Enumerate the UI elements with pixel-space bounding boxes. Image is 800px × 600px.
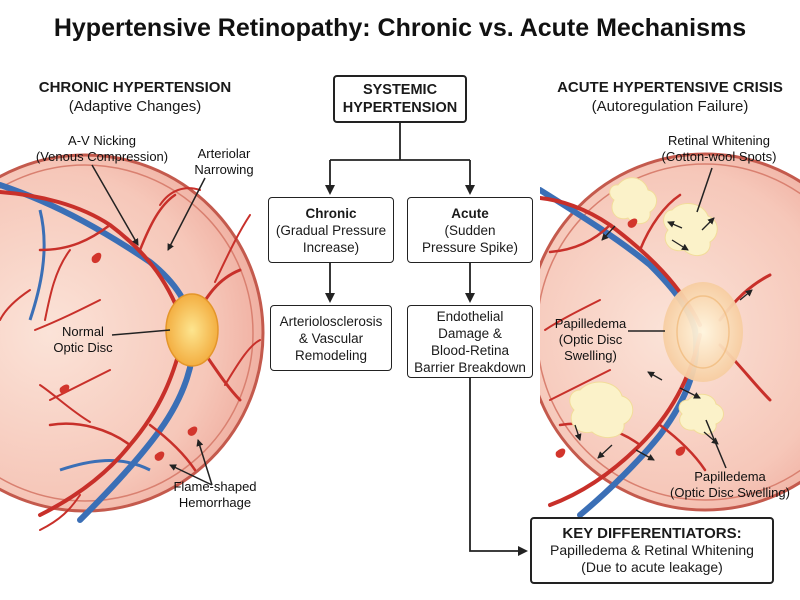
acute-subheading-text: (Autoregulation Failure) (591, 98, 749, 115)
papilledema-line3-text: Swelling) (564, 348, 617, 363)
chronic-branch-box: Chronic (Gradual Pressure Increase) (268, 197, 394, 263)
papilledema-middle-label: Papilledema (Optic Disc Swelling) (548, 316, 633, 364)
acute-result-box: Endothelial Damage & Blood-Retina Barrie… (407, 305, 533, 378)
av-nicking-sub-text: (Venous Compression) (35, 149, 169, 164)
acute-retina-illustration (540, 152, 800, 518)
flame-shaped-text: Flame-shaped (173, 479, 257, 494)
arteriolar-text: Arteriolar (197, 146, 251, 161)
leakage-arrows (574, 217, 753, 461)
normal-text: Normal (62, 324, 104, 339)
narrowing-text: Narrowing (194, 162, 254, 177)
chronic-heading-text: CHRONIC HYPERTENSION (38, 79, 232, 96)
acute-leader-lines (628, 167, 727, 469)
papilledema-line1-text: Papilledema (554, 316, 627, 331)
chronic-branch-line2: Increase) (302, 239, 360, 255)
systemic-line2: HYPERTENSION (342, 100, 458, 116)
key-differentiators-title: KEY DIFFERENTIATORS: (562, 525, 742, 542)
av-nicking-label: A-V Nicking (Venous Compression) (18, 133, 186, 165)
papilledema-bottom-label: Papilledema (Optic Disc Swelling) (665, 469, 795, 501)
chronic-panel-heading: CHRONIC HYPERTENSION (Adaptive Changes) (20, 78, 250, 116)
cotton-wool-text: (Cotton-wool Spots) (661, 149, 777, 164)
diagram-title: Hypertensive Retinopathy: Chronic vs. Ac… (53, 14, 747, 42)
acute-heading-text: ACUTE HYPERTENSIVE CRISIS (557, 79, 783, 96)
acute-branch-box: Acute (Sudden Pressure Spike) (407, 197, 533, 263)
chronic-result-box: Arteriolosclerosis & Vascular Remodeling (270, 305, 392, 371)
optic-disc-text: Optic Disc (53, 340, 113, 355)
arteriolar-narrowing-label: Arteriolar Narrowing (178, 146, 270, 178)
retinal-whitening-text: Retinal Whitening (668, 133, 770, 148)
papilledema-line2-text: (Optic Disc (558, 332, 623, 347)
chronic-result-line2: & Vascular (298, 330, 364, 346)
cotton-wool-spots (569, 177, 724, 439)
acute-branch-title: Acute (451, 205, 489, 221)
key-differentiators-line1: Papilledema & Retinal Whitening (550, 542, 754, 558)
papilledema-bottom-text: Papilledema (694, 469, 766, 484)
acute-result-line4: Barrier Breakdown (414, 359, 526, 375)
chronic-optic-disc (165, 293, 219, 367)
key-differentiators-line2: (Due to acute leakage) (581, 559, 723, 575)
papilledema-bottom-sub-text: (Optic Disc Swelling) (670, 485, 790, 500)
acute-branch-line2: Pressure Spike) (421, 239, 519, 255)
acute-result-line1: Endothelial (436, 308, 504, 324)
flame-hemorrhage-label: Flame-shaped Hemorrhage (165, 479, 265, 511)
av-nicking-text: A-V Nicking (68, 133, 136, 148)
retinal-whitening-label: Retinal Whitening (Cotton-wool Spots) (654, 133, 784, 165)
systemic-line1: SYSTEMIC (362, 82, 438, 98)
normal-optic-disc-label: Normal Optic Disc (38, 324, 128, 356)
acute-result-line3: Blood-Retina (430, 342, 510, 358)
acute-swollen-optic-disc (663, 282, 743, 382)
acute-panel-heading: ACUTE HYPERTENSIVE CRISIS (Autoregulatio… (545, 78, 795, 116)
systemic-hypertension-box: SYSTEMIC HYPERTENSION (333, 75, 467, 123)
acute-flame-hemorrhages (555, 218, 686, 458)
chronic-branch-title: Chronic (305, 205, 357, 221)
chronic-branch-line1: (Gradual Pressure (275, 222, 387, 238)
key-differentiators-box: KEY DIFFERENTIATORS: Papilledema & Retin… (530, 517, 774, 584)
acute-branch-line1: (Sudden (444, 222, 496, 238)
chronic-leader-lines (91, 164, 213, 486)
chronic-result-line3: Remodeling (294, 347, 368, 363)
chronic-arteries (0, 187, 261, 531)
hemorrhage-text: Hemorrhage (178, 495, 252, 510)
chronic-result-line1: Arteriolosclerosis (279, 313, 383, 329)
chronic-flame-hemorrhages (59, 252, 198, 461)
chronic-subheading-text: (Adaptive Changes) (68, 98, 202, 115)
flowchart-connectors (325, 123, 528, 556)
acute-result-line2: Damage & (438, 325, 502, 341)
